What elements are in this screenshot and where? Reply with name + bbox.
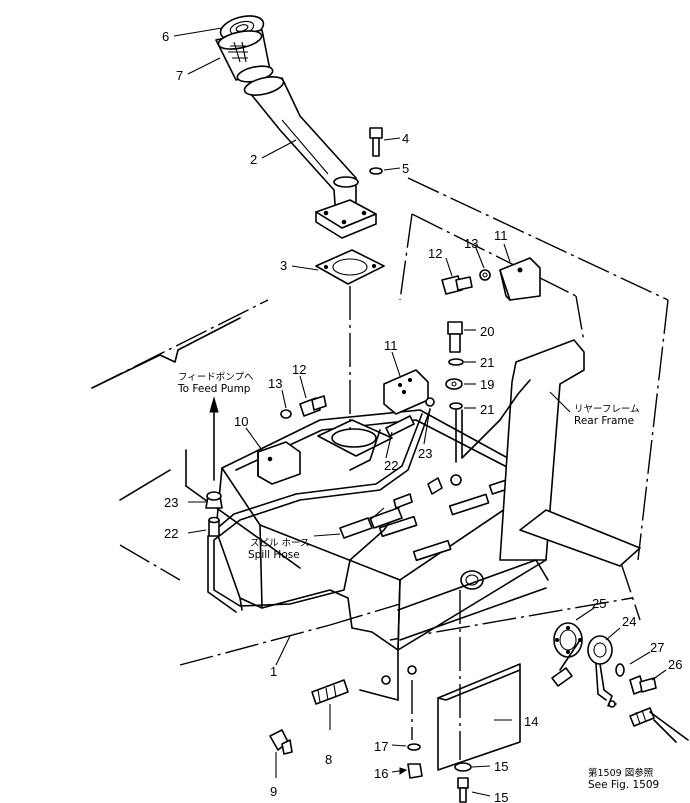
- gauge-assembly: [551, 622, 689, 743]
- bolt-4-washer-5: [369, 127, 383, 175]
- label-9: 9: [270, 784, 277, 799]
- label-16: 15: [494, 759, 508, 774]
- label-4: 4: [402, 131, 409, 146]
- label-11-upper: 11: [494, 228, 508, 243]
- rear-frame-en: Rear Frame: [574, 415, 634, 427]
- label-22-right: 22: [384, 458, 398, 473]
- label-17: 16: [374, 766, 388, 781]
- bracket-10: [257, 395, 327, 485]
- bracket-11-middle: [383, 369, 435, 437]
- label-11-middle: 11: [384, 338, 398, 353]
- filler-pipe-assembly: [215, 15, 385, 430]
- label-21-upper: 21: [480, 355, 494, 370]
- label-13-upper: 13: [464, 236, 478, 251]
- bolts-15-18: [399, 743, 472, 803]
- label-5: 5: [402, 161, 409, 176]
- bracket-11-upper: [441, 257, 541, 301]
- label-22-left: 22: [164, 526, 178, 541]
- plate-14: [411, 590, 521, 771]
- label-13-left: 13: [268, 376, 282, 391]
- label-6: 6: [162, 29, 169, 44]
- label-27: 27: [650, 640, 664, 655]
- see-fig-en: See Fig. 1509: [588, 779, 659, 791]
- label-19: 19: [480, 377, 494, 392]
- label-23-left: 23: [164, 495, 178, 510]
- drain-parts: [269, 679, 349, 755]
- label-8: 8: [325, 752, 332, 767]
- label-24: 24: [622, 614, 636, 629]
- label-21-lower: 21: [480, 402, 494, 417]
- spill-hose-en: Spill Hose: [248, 549, 300, 561]
- label-1: 1: [270, 664, 277, 679]
- label-12-upper: 12: [428, 246, 442, 261]
- feed-pump-en: To Feed Pump: [177, 383, 251, 395]
- part-labels: 6 7 2 4 5 3 12 13 11 20 21 19 21 11 12 1…: [162, 29, 682, 803]
- label-12-left: 12: [292, 362, 306, 377]
- label-23-right: 23: [418, 446, 432, 461]
- spill-hose-jp: スピル ホース: [250, 538, 310, 549]
- rear-frame-jp: リヤーフレーム: [574, 404, 640, 415]
- label-2: 2: [250, 152, 257, 167]
- label-15: 15: [494, 790, 508, 803]
- hoses: [207, 379, 531, 613]
- see-fig-jp: 第1509 図参照: [588, 767, 654, 779]
- label-14: 14: [524, 714, 538, 729]
- rear-frame-bracket: [397, 339, 641, 641]
- label-20: 20: [480, 324, 494, 339]
- label-25: 25: [592, 596, 606, 611]
- feed-pump-fittings: [205, 396, 223, 537]
- feed-pump-jp: フィードポンプへ: [178, 372, 254, 383]
- annotations: フィードポンプへ To Feed Pump スピル ホース Spill Hose…: [177, 372, 659, 791]
- frame-rail: [91, 317, 301, 569]
- label-10: 10: [234, 414, 248, 429]
- leader-lines: [173, 27, 667, 797]
- label-7: 7: [176, 68, 183, 83]
- fittings-19-20-21: [445, 321, 464, 410]
- label-26: 26: [668, 657, 682, 672]
- label-3: 3: [280, 258, 287, 273]
- label-18: 17: [374, 739, 388, 754]
